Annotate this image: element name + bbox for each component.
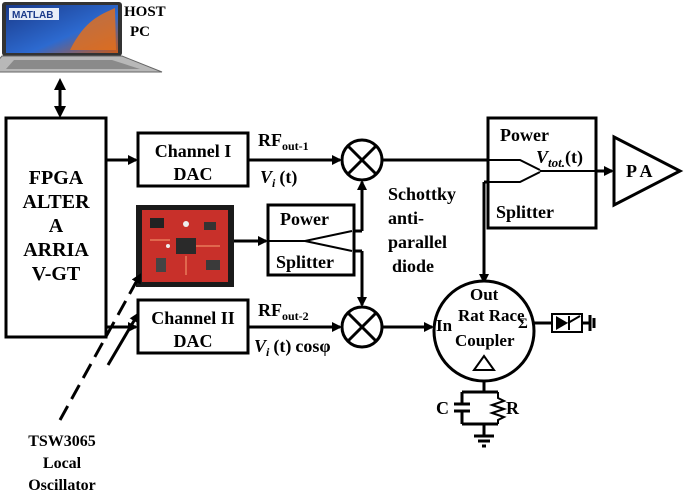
fpga-line3: A: [49, 215, 64, 237]
host-label-line1: HOST: [124, 4, 166, 20]
lo-leader-upper: [58, 273, 142, 421]
coupler-sigma-label: Σ: [518, 316, 528, 332]
coupler-out-label: Out: [470, 285, 499, 304]
ground-icon: [582, 315, 596, 331]
lo-line1: TSW3065: [28, 433, 96, 450]
splitter-small-line2: Splitter: [276, 252, 334, 272]
schottky-line2: anti-: [388, 208, 424, 228]
mixer-top-icon: [340, 138, 384, 182]
coupler-line1: Rat Race: [458, 306, 525, 325]
laptop-icon: MATLAB: [0, 2, 163, 73]
local-oscillator-board-icon: [136, 205, 234, 287]
vi-1-label: Vi(t): [260, 167, 297, 190]
dac2-box: [136, 298, 250, 355]
rf-out-1-label: RFout-1: [258, 130, 309, 153]
splitter-big-box: [486, 116, 598, 230]
fpga-line1: FPGA: [29, 167, 84, 189]
lo-leader-lower: [106, 312, 140, 366]
resistor-icon: [488, 392, 508, 424]
capacitor-label: C: [436, 398, 449, 418]
lo-line2: Local: [43, 455, 82, 472]
dac1-line1: Channel I: [155, 141, 232, 161]
pa-triangle: [612, 134, 684, 208]
schottky-line3: parallel: [388, 232, 447, 252]
lo-line3: Oscillator: [28, 477, 96, 494]
vi-2-label: Vi(t)cosφ: [254, 336, 331, 359]
dac2-line1: Channel II: [151, 308, 235, 328]
coupler-in-label: In: [436, 316, 453, 335]
splitter-small-line1: Power: [280, 209, 329, 229]
matlab-logo-text: MATLAB: [12, 10, 53, 21]
fpga-line2: ALTER: [22, 191, 90, 213]
coupler-port-triangle: [472, 354, 496, 371]
splitter-big-symbol: [488, 159, 600, 183]
splitter-big-line1: Power: [500, 125, 549, 145]
host-label-line2: PC: [130, 24, 150, 40]
mixer-bottom-icon: [340, 305, 384, 349]
dac2-line2: DAC: [174, 331, 213, 351]
capacitor-icon: [454, 392, 470, 424]
splitter-small-symbol: [268, 230, 353, 252]
dac1-line2: DAC: [174, 164, 213, 184]
schottky-line1: Schottky: [388, 184, 456, 204]
fpga-box: [4, 116, 108, 339]
anti-parallel-diode-icon: [551, 313, 583, 333]
schottky-line4: diode: [392, 256, 434, 276]
coupler-line2: Coupler: [455, 331, 515, 350]
resistor-label: R: [506, 398, 520, 418]
splitter-big-line2: Splitter: [496, 202, 554, 222]
fpga-line4: ARRIA: [23, 239, 89, 261]
fpga-line5: V-GT: [32, 263, 81, 285]
ground-icon: [474, 424, 494, 448]
rf-out-2-label: RFout-2: [258, 300, 309, 323]
vtot-label: Vtot.(t): [536, 147, 583, 170]
pa-label: P A: [626, 161, 653, 181]
